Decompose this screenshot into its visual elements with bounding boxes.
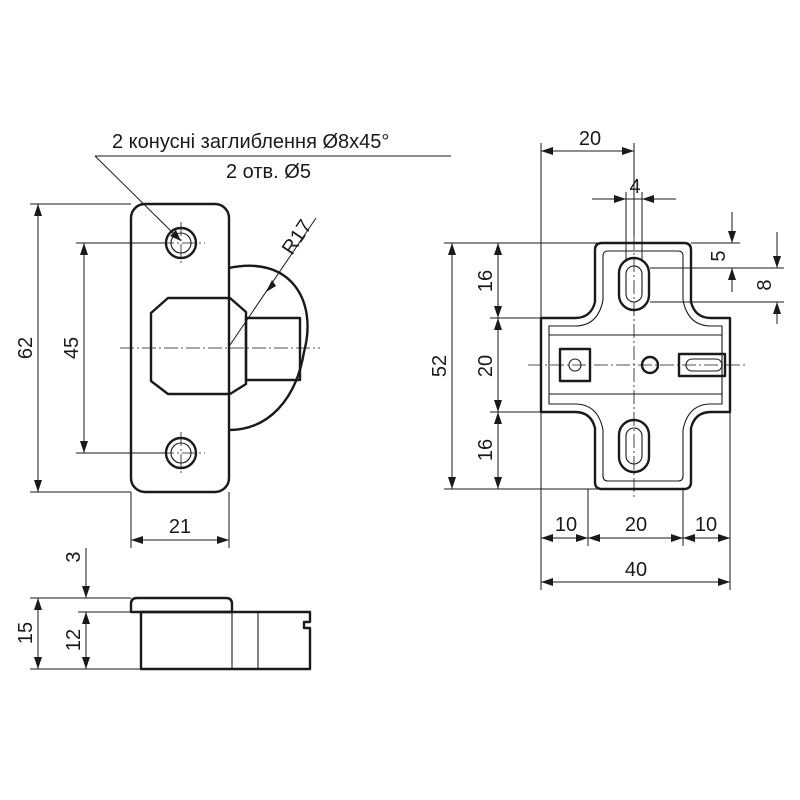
radius-label: R17 [278, 216, 317, 259]
dim-right-bottom-left: 10 [555, 514, 577, 536]
dim-front-width: 21 [169, 516, 191, 538]
front-view [30, 155, 451, 548]
side-cap [129, 596, 234, 614]
dim-side-height-top: 3 [63, 551, 85, 562]
cup-outline [228, 264, 309, 432]
dim-right-middle: 20 [475, 355, 497, 377]
hinge-arm-tab [244, 316, 302, 382]
plate-outline [539, 241, 732, 491]
side-view [30, 548, 312, 671]
plate-inner-outline [548, 250, 723, 482]
dim-side-height-total: 15 [15, 622, 37, 644]
dim-right-bottom-right: 10 [695, 514, 717, 536]
dim-right-bottom-total: 40 [625, 559, 647, 581]
dim-right-top-width: 20 [579, 128, 601, 150]
countersink-note: 2 конусні заглиблення Ø8x45° [112, 131, 389, 153]
dim-front-height-total: 62 [15, 337, 37, 359]
dim-right-height-total: 52 [429, 355, 451, 377]
front-boss [149, 296, 248, 396]
side-body [139, 610, 312, 671]
dim-right-lower: 16 [475, 439, 497, 461]
dim-right-upper: 16 [475, 270, 497, 292]
holes-note: 2 отв. Ø5 [226, 161, 311, 183]
dim-side-height-body: 12 [63, 629, 85, 651]
plate-view [444, 143, 784, 590]
dim-front-hole-spacing: 45 [61, 337, 83, 359]
dim-right-slot-offset: 5 [708, 250, 730, 261]
dim-right-bottom-middle: 20 [625, 514, 647, 536]
dim-right-slot-width: 4 [629, 176, 640, 198]
dim-right-slot-length: 8 [754, 279, 776, 290]
